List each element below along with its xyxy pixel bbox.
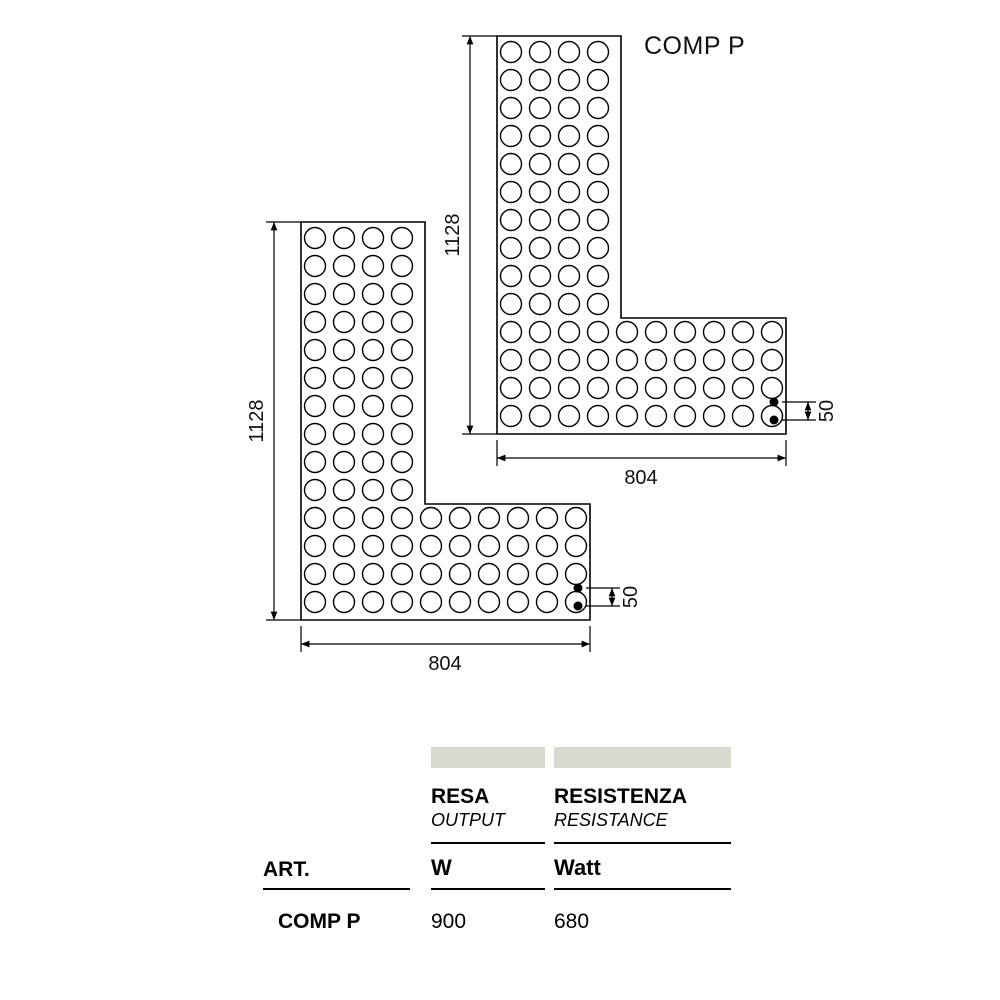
radiator-shape-right	[496, 35, 787, 435]
header-divider-resistenza	[554, 842, 731, 844]
dim-width-right	[496, 440, 787, 466]
row-art-value: COMP P	[278, 910, 361, 933]
dim-spacing-right	[782, 401, 816, 421]
connection-dots	[769, 397, 779, 425]
resistenza-unit: Watt	[554, 855, 601, 880]
resistenza-header-bar	[554, 747, 731, 768]
row-resa-value: 900	[431, 910, 467, 933]
resa-unit: W	[431, 855, 452, 880]
dim-width-left-label: 804	[428, 653, 461, 675]
resistenza-column-subtitle: RESISTANCE	[554, 810, 668, 830]
dim-spacing-left	[586, 587, 620, 607]
unit-divider-resa	[431, 888, 545, 890]
unit-divider-art	[263, 888, 410, 890]
panel-outline	[496, 35, 787, 435]
model-label: COMP P	[644, 32, 745, 60]
technical-diagram: COMP P 1128 804 50 1128 804 50	[246, 32, 838, 675]
radiator-shapes	[300, 35, 787, 621]
row-resistenza-value: 680	[554, 910, 590, 933]
resistenza-column-title: RESISTENZA	[554, 785, 688, 808]
resa-header-bar	[431, 747, 545, 768]
dim-height-left	[266, 221, 301, 621]
art-header: ART.	[263, 858, 310, 881]
dim-spacing-right-label: 50	[816, 400, 838, 422]
dim-height-left-label: 1128	[246, 399, 268, 442]
connection-dots	[573, 583, 583, 611]
unit-divider-resistenza	[554, 888, 731, 890]
hole-grid	[499, 40, 784, 428]
dim-height-right	[462, 35, 497, 435]
header-divider-resa	[431, 842, 545, 844]
dim-height-right-label: 1128	[442, 213, 464, 256]
dim-spacing-left-label: 50	[620, 586, 642, 608]
hole-grid	[303, 226, 588, 614]
dim-width-right-label: 804	[624, 467, 657, 489]
resa-column-title: RESA	[431, 785, 490, 808]
resa-column-subtitle: OUTPUT	[431, 810, 505, 830]
dim-width-left	[300, 626, 591, 652]
